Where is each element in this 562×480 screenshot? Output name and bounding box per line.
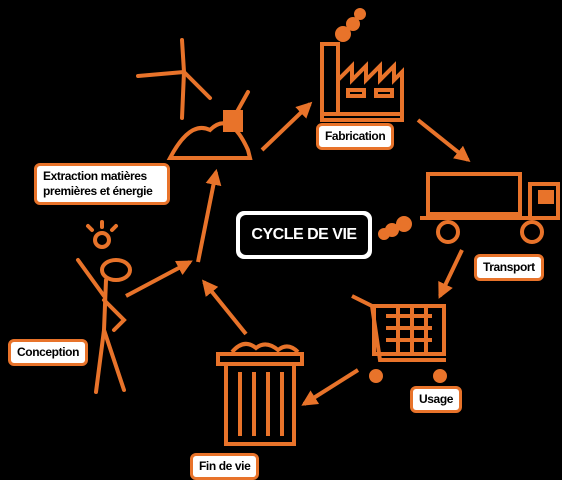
trash-bin-icon	[216, 341, 304, 446]
cycle-arrows	[125, 101, 471, 406]
shopping-cart-icon	[351, 294, 447, 383]
person-lightbulb-icon	[76, 220, 132, 394]
wind-turbine-icon	[136, 38, 253, 160]
arrow-findevie-to-center	[201, 279, 248, 336]
arrow-conception-to-center	[125, 260, 193, 298]
cycle-title: CYCLE DE VIE	[236, 211, 372, 259]
arrow-usage-to-findevie	[301, 368, 360, 406]
arrow-fabrication-to-transport	[416, 118, 471, 162]
stage-label-conception: Conception	[8, 339, 88, 366]
cycle-title-text: CYCLE DE VIE	[240, 215, 368, 255]
arrow-conception-to-extraction	[196, 168, 222, 263]
arrow-extraction-to-fabrication	[260, 101, 313, 152]
factory-icon	[320, 8, 404, 122]
truck-icon	[378, 172, 560, 244]
stage-label-extraction: Extraction matières premières et énergie	[34, 163, 170, 205]
stage-label-usage: Usage	[410, 386, 463, 413]
stage-label-fin-de-vie: Fin de vie	[190, 453, 260, 480]
stage-label-transport: Transport	[474, 254, 544, 281]
stage-label-fabrication: Fabrication	[316, 123, 395, 150]
arrow-transport-to-usage	[438, 249, 464, 299]
